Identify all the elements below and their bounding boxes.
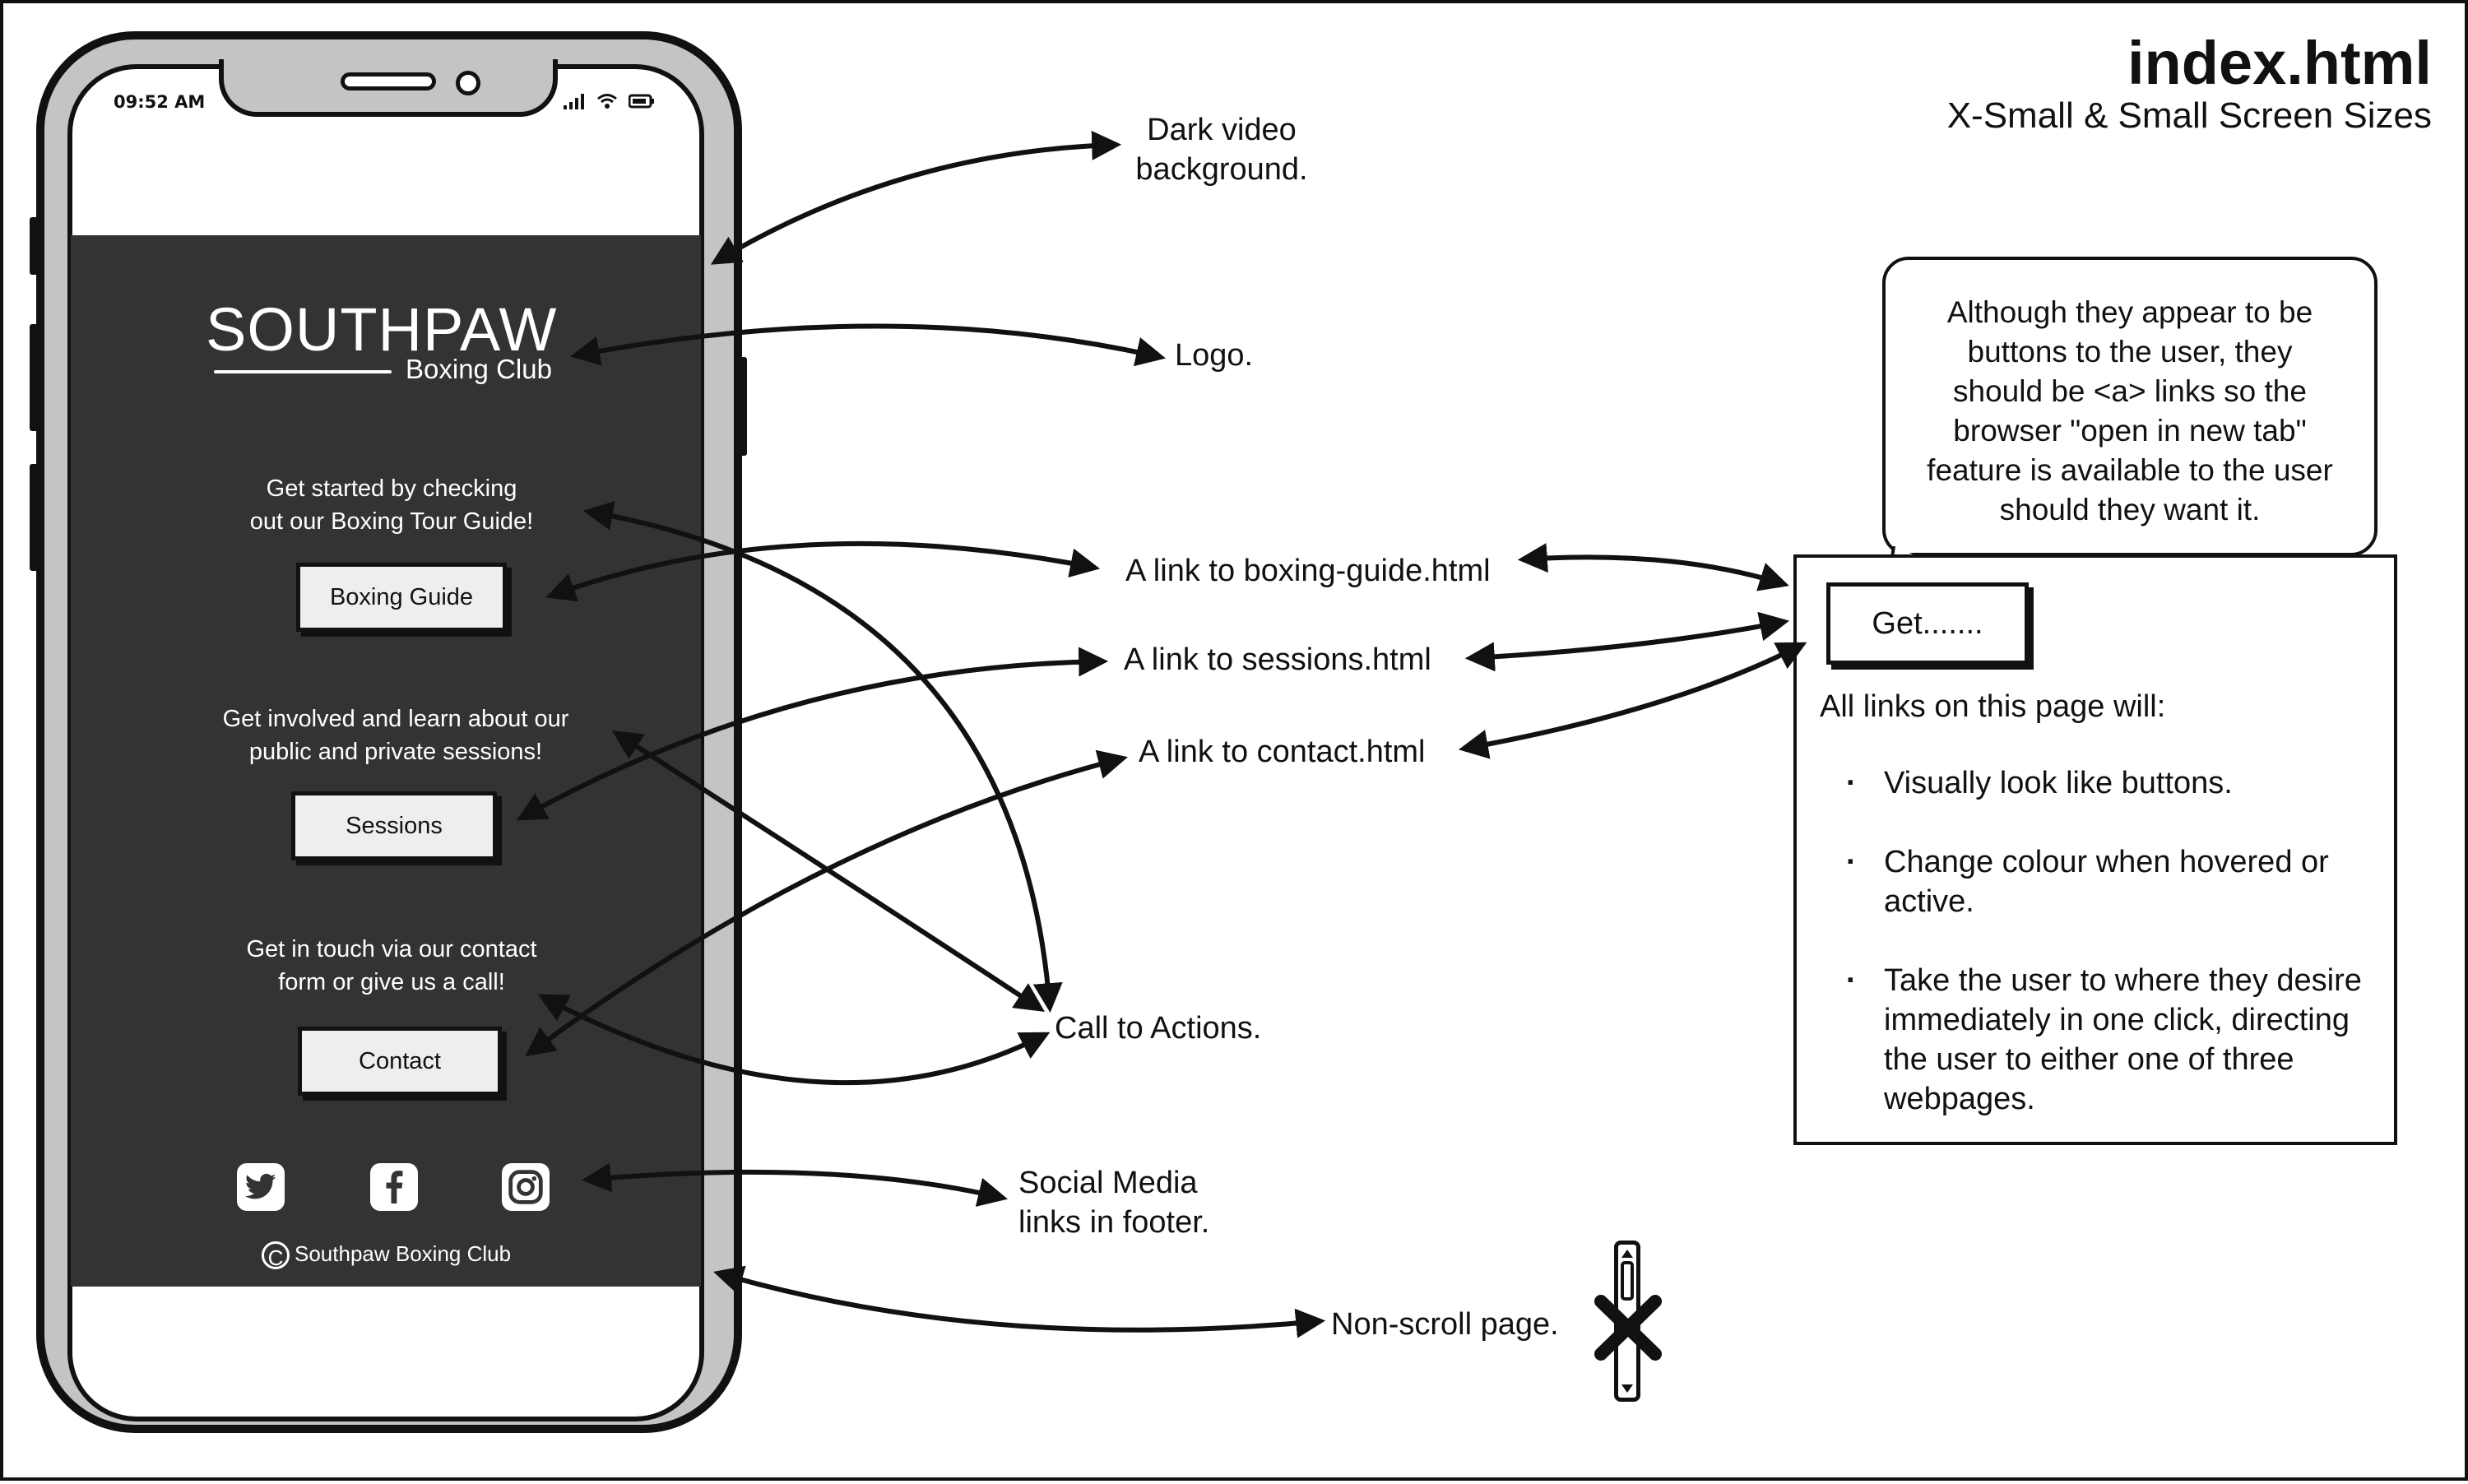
arrow-logo [569,323,1167,367]
note-item: Take the user to where they desire immed… [1846,961,2373,1119]
arrow-cta-2 [611,730,1046,1012]
arrow-sessions [516,647,1109,821]
battery-icon [628,94,654,109]
note-list: Visually look like buttons. Change colou… [1846,763,2373,1158]
link-behaviour-note: Get....... All links on this page will: … [1793,554,2397,1145]
note-heading: All links on this page will: [1820,689,2166,724]
annotation-arrows [516,130,1807,1338]
phone-mute-switch [30,217,38,275]
signal-icon [564,94,584,109]
arrow-social [581,1162,1009,1207]
wifi-icon [597,94,617,109]
annotation-non-scroll: Non-scroll page. [1331,1307,1559,1342]
copyright-icon: C [262,1241,290,1270]
arrow-cta-3 [537,994,1051,1086]
arrow-note-sessions [1464,611,1790,672]
phone-camera [456,71,480,95]
annotation-social-media: Social Media links in footer. [1018,1166,1210,1240]
logo-title: SOUTHPAW [206,295,558,364]
cta-text-sessions: Get involved and learn about our public … [222,706,569,765]
sessions-button[interactable]: Sessions [291,791,497,860]
facebook-icon[interactable] [370,1163,418,1211]
annotation-dark-video: Dark video background. [1135,113,1308,187]
boxing-guide-button[interactable]: Boxing Guide [296,563,507,632]
arrow-dark-video [710,130,1122,265]
sample-link-button: Get....... [1826,582,2029,665]
annotation-link-contact: A link to contact.html [1139,735,1426,769]
phone-power-button [739,357,747,456]
arrow-note-contact [1458,642,1807,759]
instagram-icon[interactable] [502,1163,550,1211]
phone-speaker [341,72,436,90]
arrow-boxing-guide [545,540,1101,602]
cta-text-boxing-guide: Get started by checking out our Boxing T… [249,475,534,535]
phone-volume-up [30,324,38,431]
page-title: index.html [2127,29,2432,97]
status-icons [563,90,655,111]
arrow-non-scroll [713,1265,1326,1338]
page-subtitle: X-Small & Small Screen Sizes [1946,95,2432,136]
cta-text-contact: Get in touch via our contact form or giv… [246,936,537,995]
note-item: Change colour when hovered or active. [1846,842,2373,921]
logo-subtitle: Boxing Club [406,354,552,384]
status-time: 09:52 AM [114,92,206,112]
twitter-icon[interactable] [237,1163,285,1211]
note-item: Visually look like buttons. [1846,763,2373,803]
logo-underline [214,370,392,373]
contact-button[interactable]: Contact [298,1027,502,1096]
phone-volume-down [30,464,38,571]
annotation-logo: Logo. [1175,338,1254,373]
annotation-link-sessions: A link to sessions.html [1124,642,1431,677]
arrow-note-boxing [1517,543,1789,591]
speech-bubble-note: Although they appear to be buttons to th… [1882,257,2378,556]
no-scroll-cross-icon [1594,1295,1662,1361]
annotation-link-boxing: A link to boxing-guide.html [1125,554,1491,588]
